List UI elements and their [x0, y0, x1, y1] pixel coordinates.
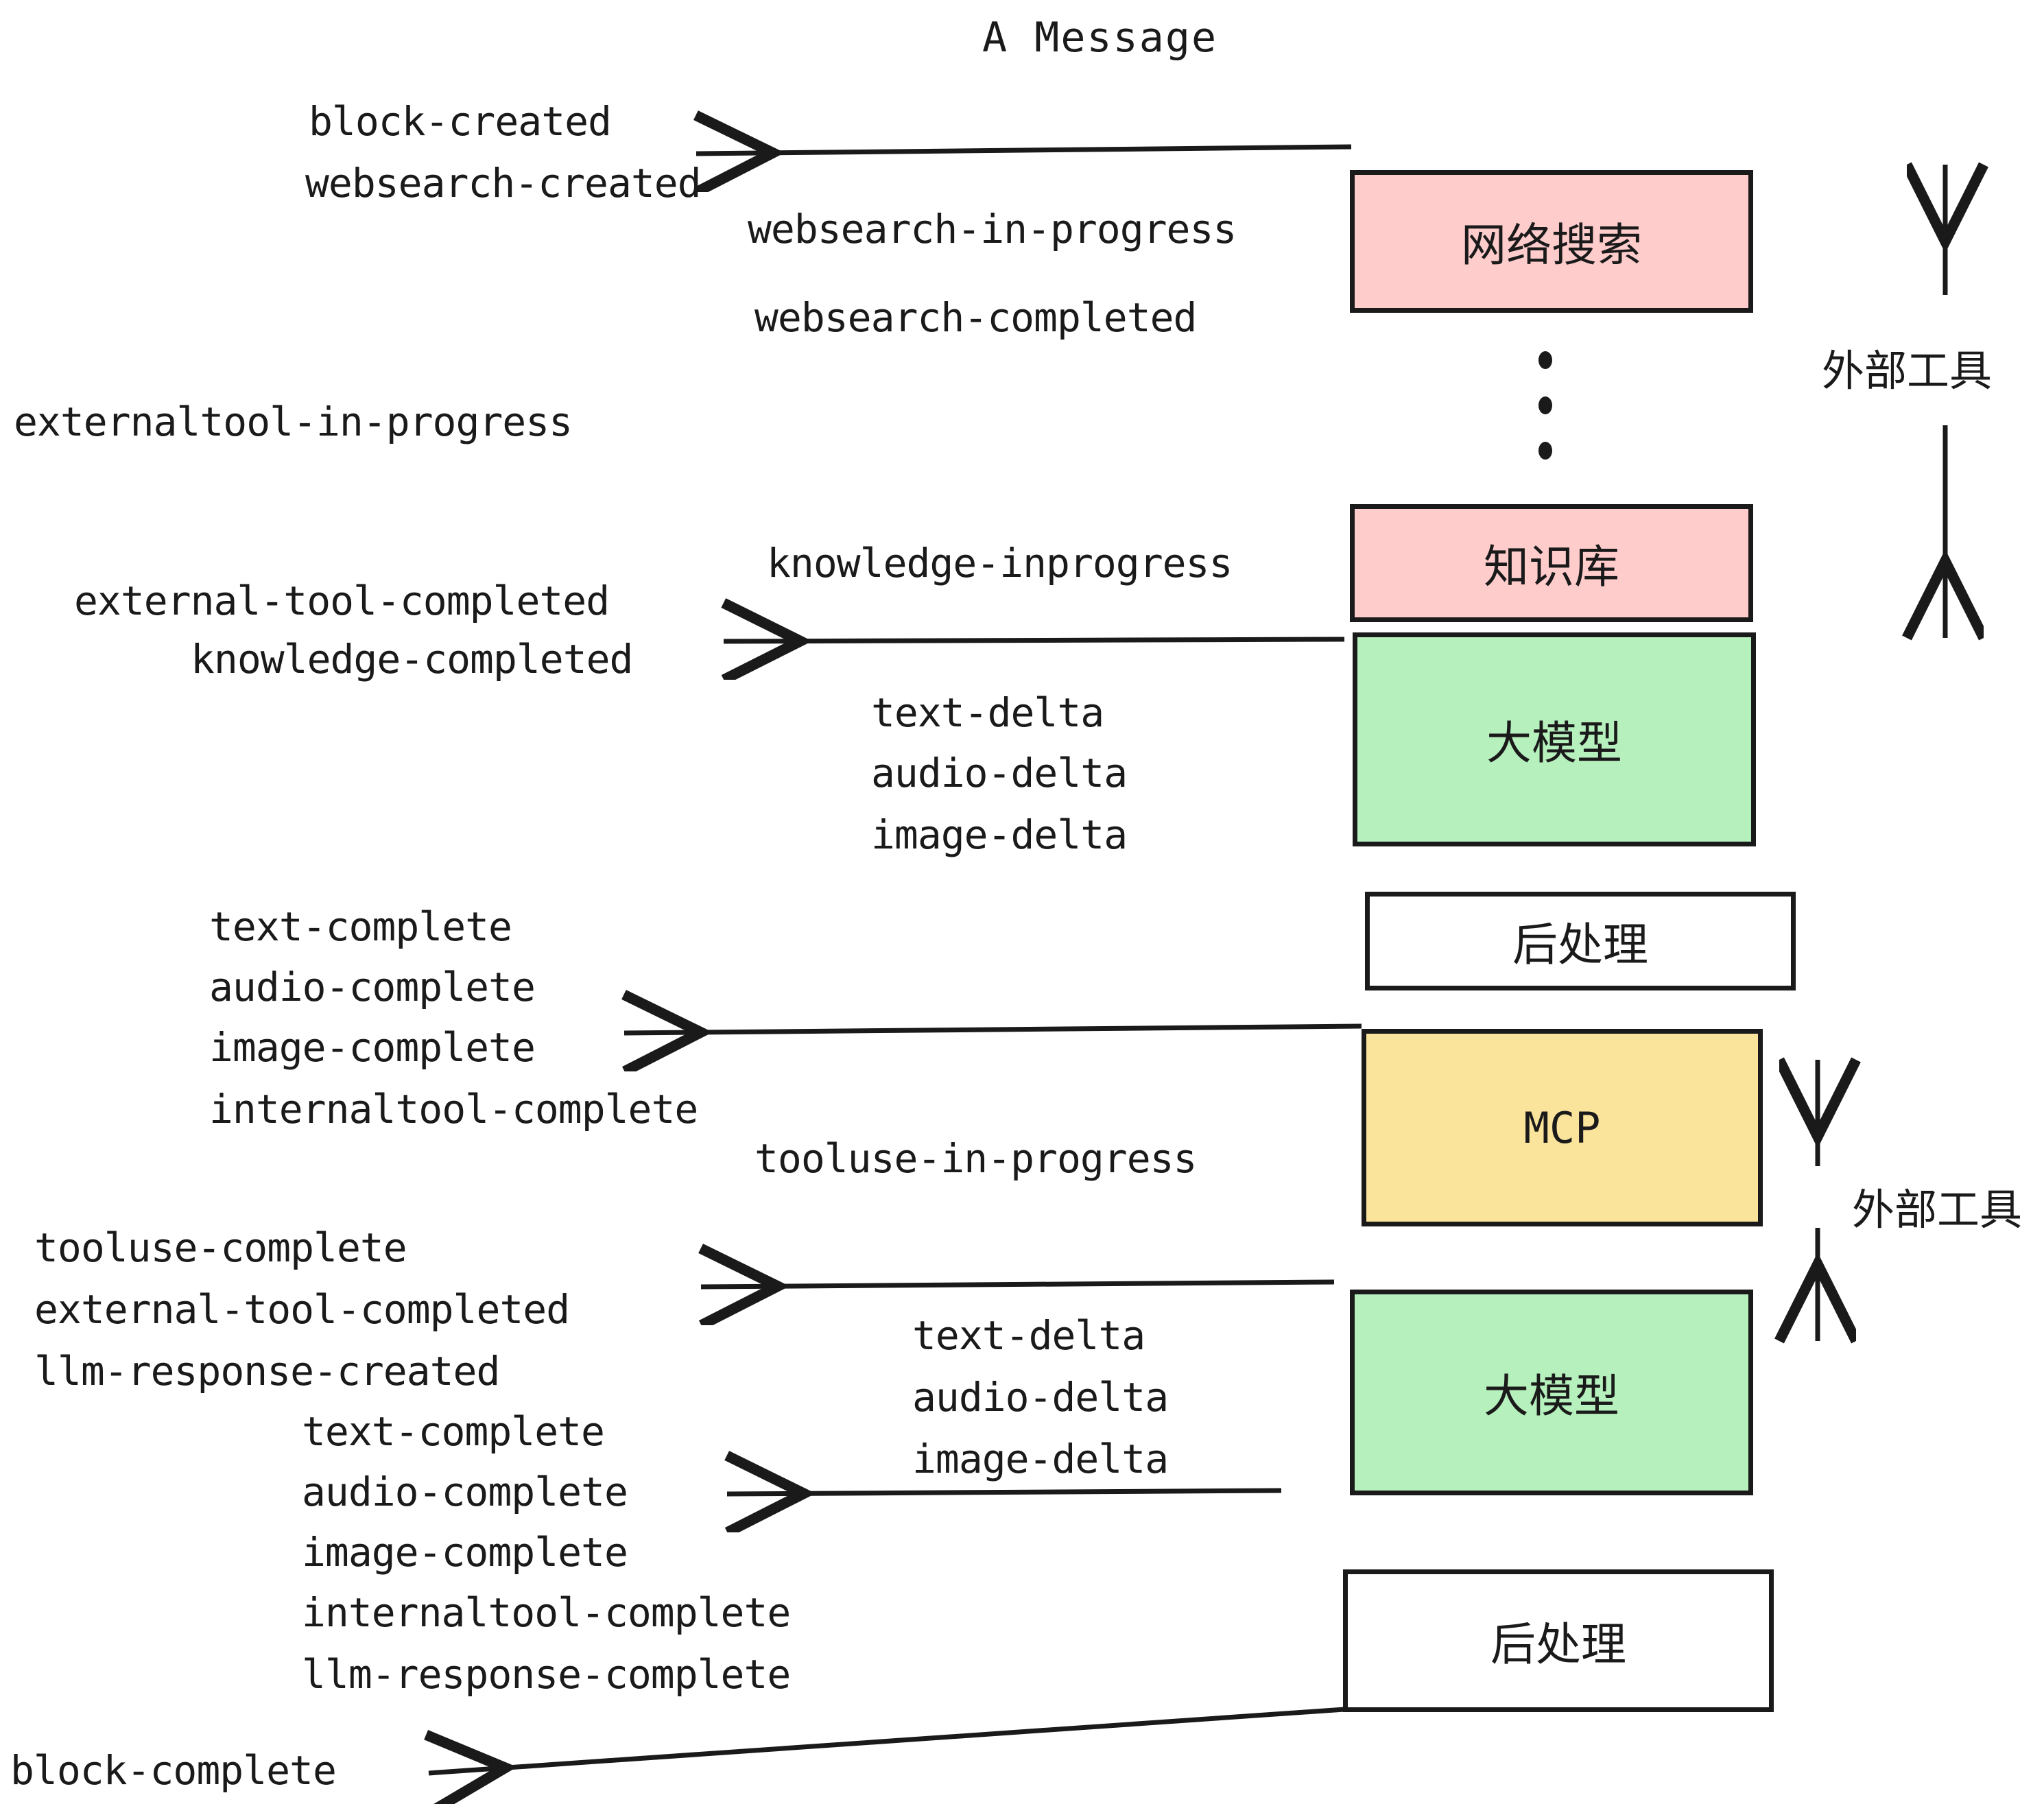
event-image-delta-2: image-delta: [912, 1436, 1169, 1482]
event-websearch-in-progress: websearch-in-progress: [748, 206, 1237, 252]
side-label-external-tools-bottom: 外部工具: [1852, 1185, 2023, 1235]
event-image-complete-1: image-complete: [209, 1024, 536, 1071]
vertical-ellipsis-dot: [1538, 396, 1552, 414]
node-knowledge[interactable]: 知识库: [1350, 504, 1753, 622]
event-image-delta-1: image-delta: [871, 811, 1128, 858]
event-llm-response-created: llm-response-created: [34, 1348, 500, 1394]
event-knowledge-completed: knowledge-completed: [191, 636, 633, 683]
arrow-mcp-to-tooluse-complete: [701, 1282, 1335, 1287]
event-external-tool-completed-2: external-tool-completed: [34, 1286, 570, 1333]
event-audio-delta-2: audio-delta: [912, 1374, 1169, 1421]
event-externaltool-in-progress: externaltool-in-progress: [14, 399, 573, 445]
event-tooluse-complete: tooluse-complete: [34, 1224, 407, 1271]
node-postprocess-1-label: 后处理: [1512, 918, 1648, 971]
arrow-postprocess1-to-image-complete: [624, 1026, 1362, 1033]
arrow-llm2-to-audio-complete: [727, 1491, 1282, 1494]
event-tooluse-in-progress: tooluse-in-progress: [754, 1135, 1197, 1182]
event-websearch-completed: websearch-completed: [754, 294, 1197, 341]
side-label-external-tools-top: 外部工具: [1822, 346, 1993, 396]
event-text-delta-1: text-delta: [871, 689, 1104, 736]
event-block-created: block-created: [309, 98, 612, 145]
event-internaltool-complete-1: internaltool-complete: [209, 1086, 698, 1132]
arrow-postprocess2-to-block-complete: [429, 1707, 1345, 1773]
node-websearch-label: 网络搜索: [1461, 219, 1642, 272]
event-knowledge-inprogress: knowledge-inprogress: [767, 540, 1233, 586]
node-mcp[interactable]: MCP: [1362, 1029, 1763, 1226]
event-text-complete-1: text-complete: [209, 903, 512, 950]
arrow-websearch-to-block-created: [696, 147, 1352, 154]
event-websearch-created: websearch-created: [305, 160, 702, 206]
node-postprocess-1[interactable]: 后处理: [1365, 892, 1796, 990]
node-mcp-label: MCP: [1523, 1102, 1601, 1153]
event-internaltool-complete-2: internaltool-complete: [302, 1589, 791, 1636]
event-block-complete: block-complete: [10, 1747, 337, 1794]
vertical-ellipsis-dot: [1538, 351, 1552, 369]
node-websearch[interactable]: 网络搜索: [1350, 170, 1753, 313]
node-llm-2[interactable]: 大模型: [1350, 1290, 1753, 1495]
vertical-ellipsis-dot: [1538, 442, 1552, 460]
node-postprocess-2-label: 后处理: [1490, 1618, 1626, 1671]
arrow-knowledge-to-knowledge-completed: [724, 639, 1345, 641]
event-text-complete-2: text-complete: [302, 1408, 605, 1455]
event-text-delta-2: text-delta: [912, 1312, 1145, 1359]
node-postprocess-2[interactable]: 后处理: [1343, 1569, 1774, 1712]
node-llm-1[interactable]: 大模型: [1353, 632, 1756, 846]
node-llm-1-label: 大模型: [1486, 717, 1622, 770]
event-audio-complete-1: audio-complete: [209, 964, 536, 1010]
event-audio-delta-1: audio-delta: [871, 750, 1128, 796]
event-image-complete-2: image-complete: [302, 1529, 628, 1576]
event-audio-complete-2: audio-complete: [302, 1469, 628, 1515]
node-llm-2-label: 大模型: [1484, 1370, 1619, 1423]
event-llm-response-complete: llm-response-complete: [302, 1651, 791, 1698]
page-title: A Message: [982, 14, 1218, 62]
node-knowledge-label: 知识库: [1484, 541, 1619, 593]
event-external-tool-completed-1: external-tool-completed: [74, 578, 610, 624]
